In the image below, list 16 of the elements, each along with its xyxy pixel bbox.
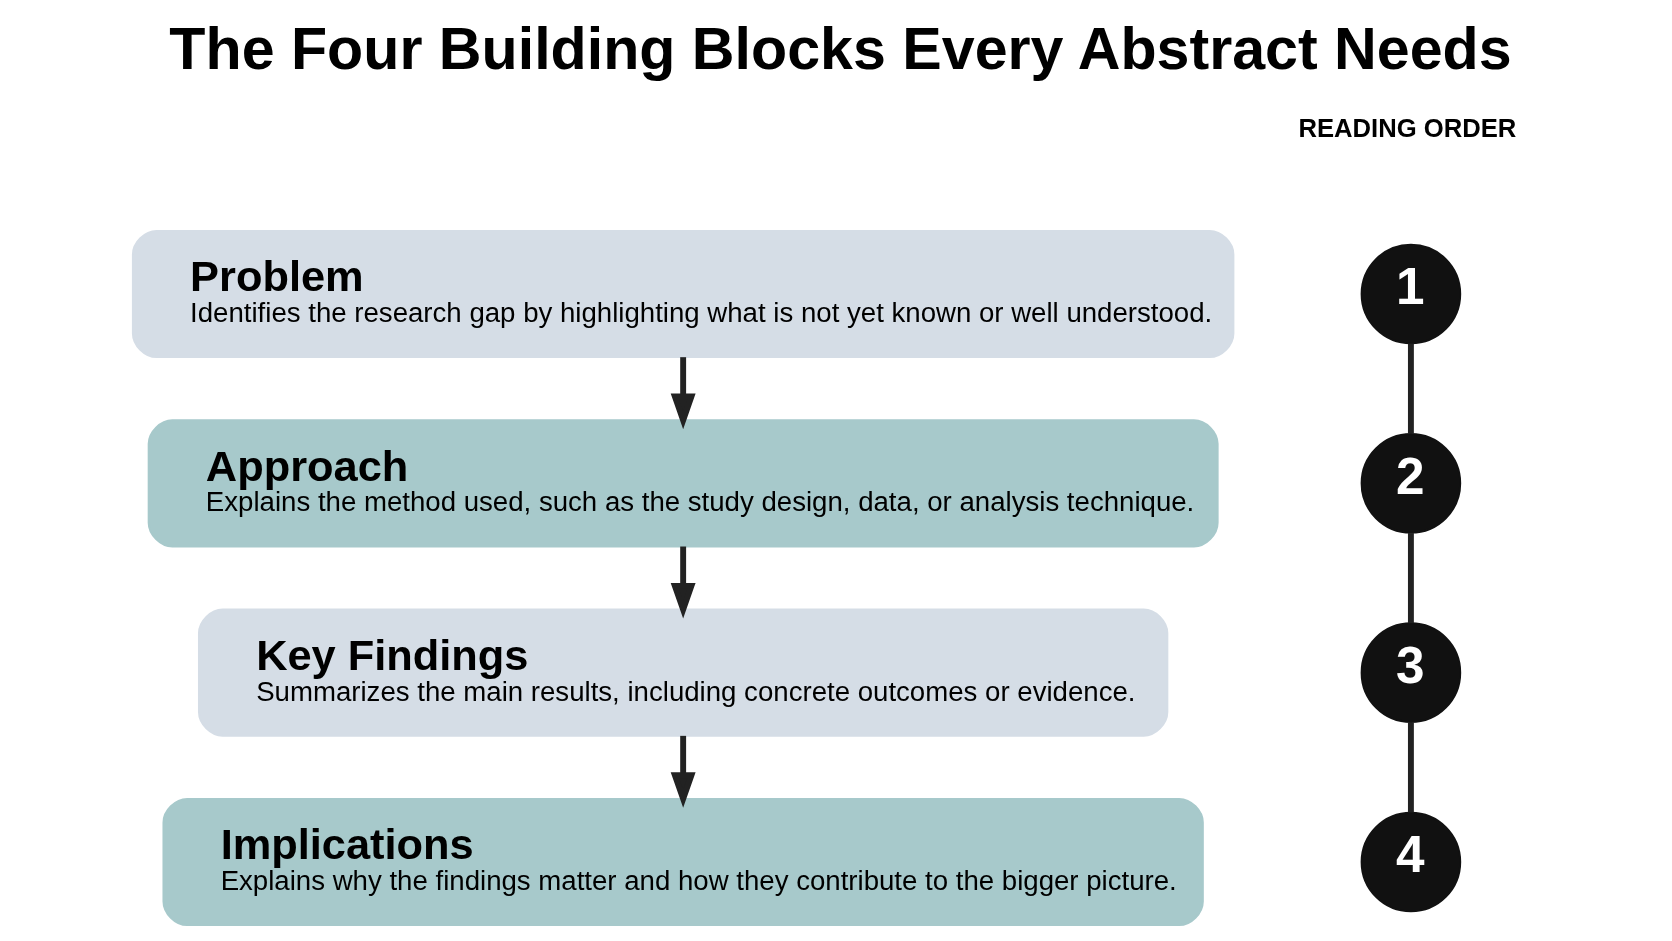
node-circle: 1	[1360, 243, 1462, 345]
connector	[1407, 533, 1414, 624]
label: READING ORDER	[1298, 113, 1517, 142]
arrow	[670, 357, 696, 430]
node-circle: 3	[1360, 622, 1462, 723]
node-circle: 4	[1360, 811, 1462, 913]
node-box: Implications Explains why the findings matter and how they contribute to the bigger picture.	[162, 797, 1204, 927]
arrow	[670, 735, 696, 808]
node-circle: 2	[1360, 433, 1462, 534]
connector	[1407, 722, 1414, 813]
diagram-title: The Four Building Blocks Every Abstract Needs	[169, 15, 1512, 83]
arrow	[670, 546, 696, 619]
node-box: Approach Explains the method used, such as the study design, data, or analysis technique.	[147, 419, 1219, 548]
node-box: Problem Identifies the research gap by highlighting what is not yet known or well understood.	[131, 229, 1235, 359]
connector	[1407, 343, 1414, 434]
node-box: Key Findings Summarizes the main results, including concrete outcomes or evidence.	[197, 608, 1169, 737]
